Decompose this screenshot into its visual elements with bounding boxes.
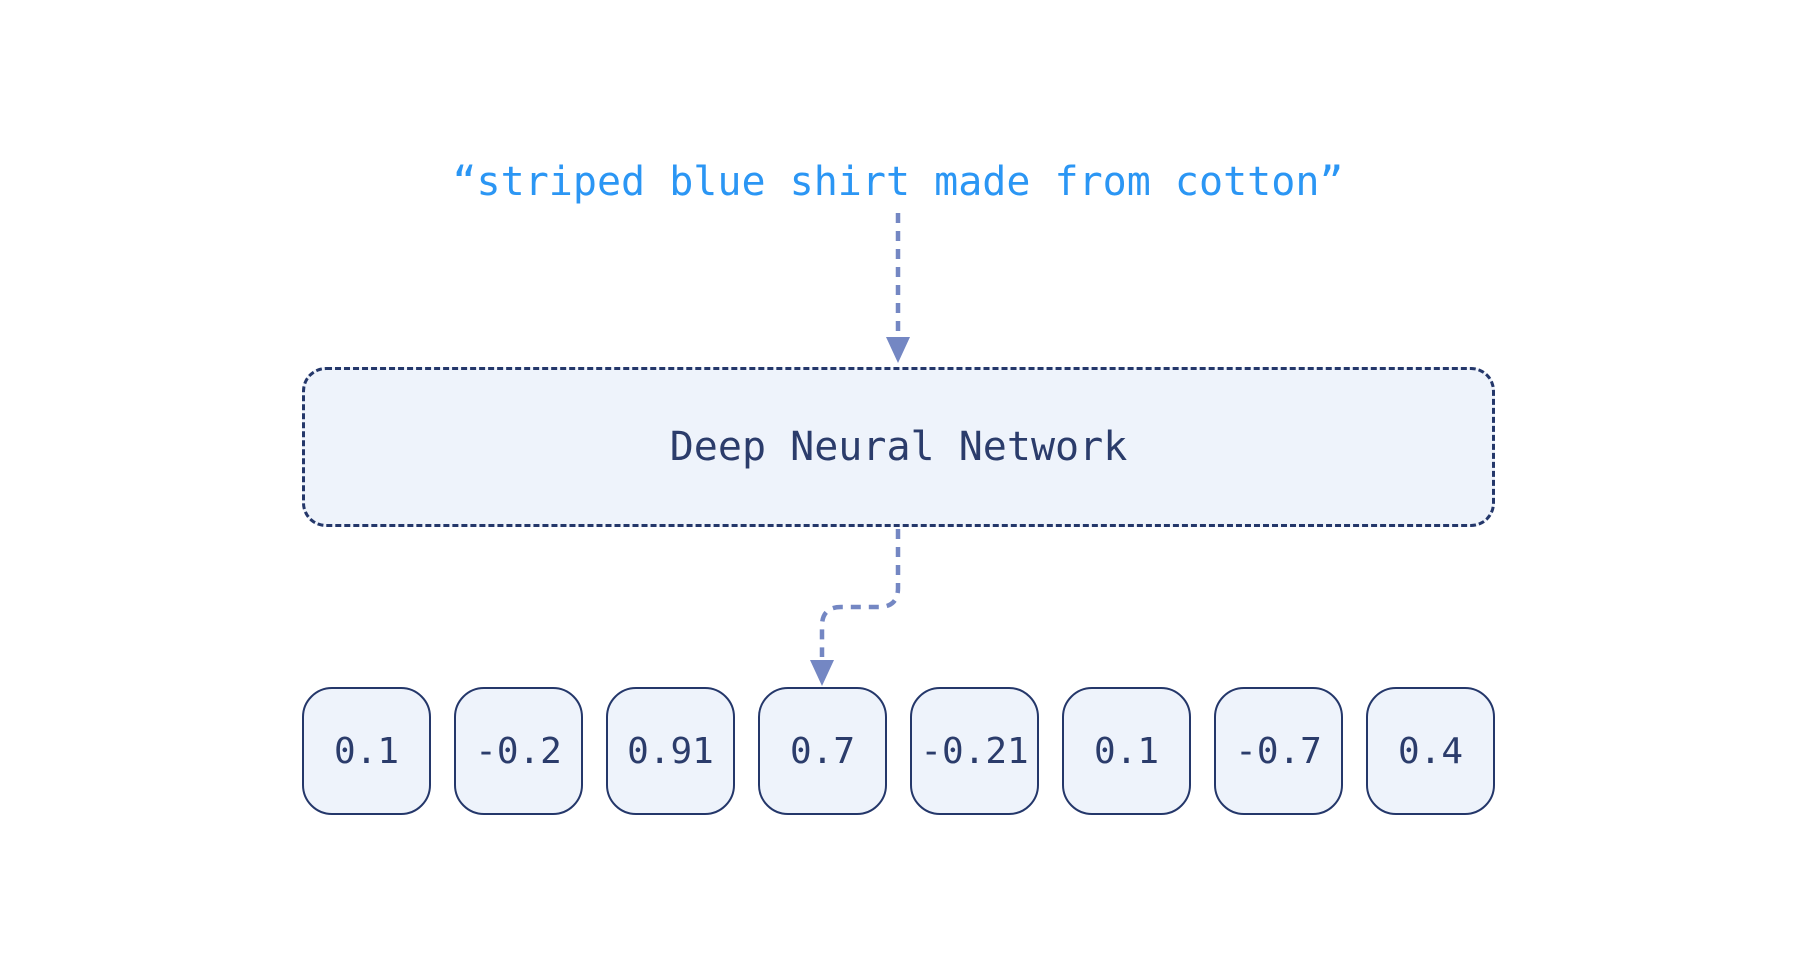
embedding-value: -0.21 xyxy=(920,730,1029,772)
embedding-value-box: 0.7 xyxy=(758,687,887,815)
arrow-network-to-vector-shaft xyxy=(819,529,901,657)
embedding-value-box: -0.2 xyxy=(454,687,583,815)
embedding-value: 0.4 xyxy=(1397,730,1464,772)
embedding-value: 0.91 xyxy=(627,730,714,772)
input-text-quote: “striped blue shirt made from cotton” xyxy=(452,159,1344,205)
neural-network-label: Deep Neural Network xyxy=(669,424,1128,470)
embedding-value: 0.1 xyxy=(333,730,400,772)
arrow-down-head-icon xyxy=(886,337,910,363)
embedding-value-box: 0.91 xyxy=(606,687,735,815)
neural-network-box: Deep Neural Network xyxy=(302,367,1495,527)
embedding-value: -0.2 xyxy=(475,730,562,772)
embedding-value-box: -0.21 xyxy=(910,687,1039,815)
arrow-down-head-icon xyxy=(810,660,834,686)
embedding-value: 0.1 xyxy=(1093,730,1160,772)
embedding-vector-row: 0.1 -0.2 0.91 0.7 -0.21 0.1 -0.7 0.4 xyxy=(302,687,1495,815)
embedding-value: 0.7 xyxy=(789,730,856,772)
embedding-value-box: -0.7 xyxy=(1214,687,1343,815)
embedding-value-box: 0.4 xyxy=(1366,687,1495,815)
embedding-value: -0.7 xyxy=(1235,730,1322,772)
embedding-value-box: 0.1 xyxy=(1062,687,1191,815)
embedding-value-box: 0.1 xyxy=(302,687,431,815)
